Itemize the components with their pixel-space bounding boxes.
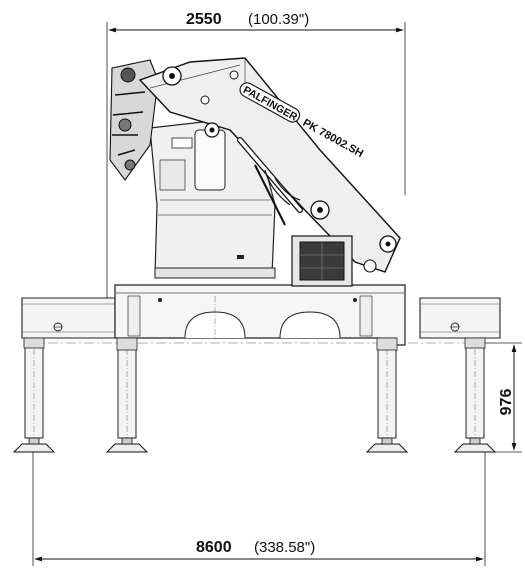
oil-cooler bbox=[291, 235, 353, 287]
main-boom bbox=[138, 57, 401, 273]
right-dim-value: 976 bbox=[498, 389, 515, 416]
control-levers bbox=[109, 59, 159, 181]
bottom-dim-value: 8600 bbox=[196, 539, 232, 556]
crane-column bbox=[149, 117, 276, 279]
leg-far-left bbox=[12, 337, 56, 453]
brand-badge bbox=[239, 82, 301, 123]
left-outrigger-beam bbox=[21, 297, 116, 339]
top-dim-inches: (100.39") bbox=[248, 11, 309, 28]
leg-inner-left bbox=[105, 337, 149, 453]
right-outrigger-beam bbox=[419, 297, 501, 339]
base-frame bbox=[114, 284, 406, 346]
bottom-dimension: 8600 (338.58") bbox=[32, 452, 486, 566]
bottom-dim-inches: (338.58") bbox=[254, 539, 315, 556]
leg-far-right bbox=[453, 337, 497, 453]
top-dim-value: 2550 bbox=[186, 11, 222, 28]
hydraulic-cylinder bbox=[237, 137, 303, 226]
top-dimension: 2550 (100.39") bbox=[106, 11, 406, 300]
leg-inner-right bbox=[365, 337, 409, 453]
